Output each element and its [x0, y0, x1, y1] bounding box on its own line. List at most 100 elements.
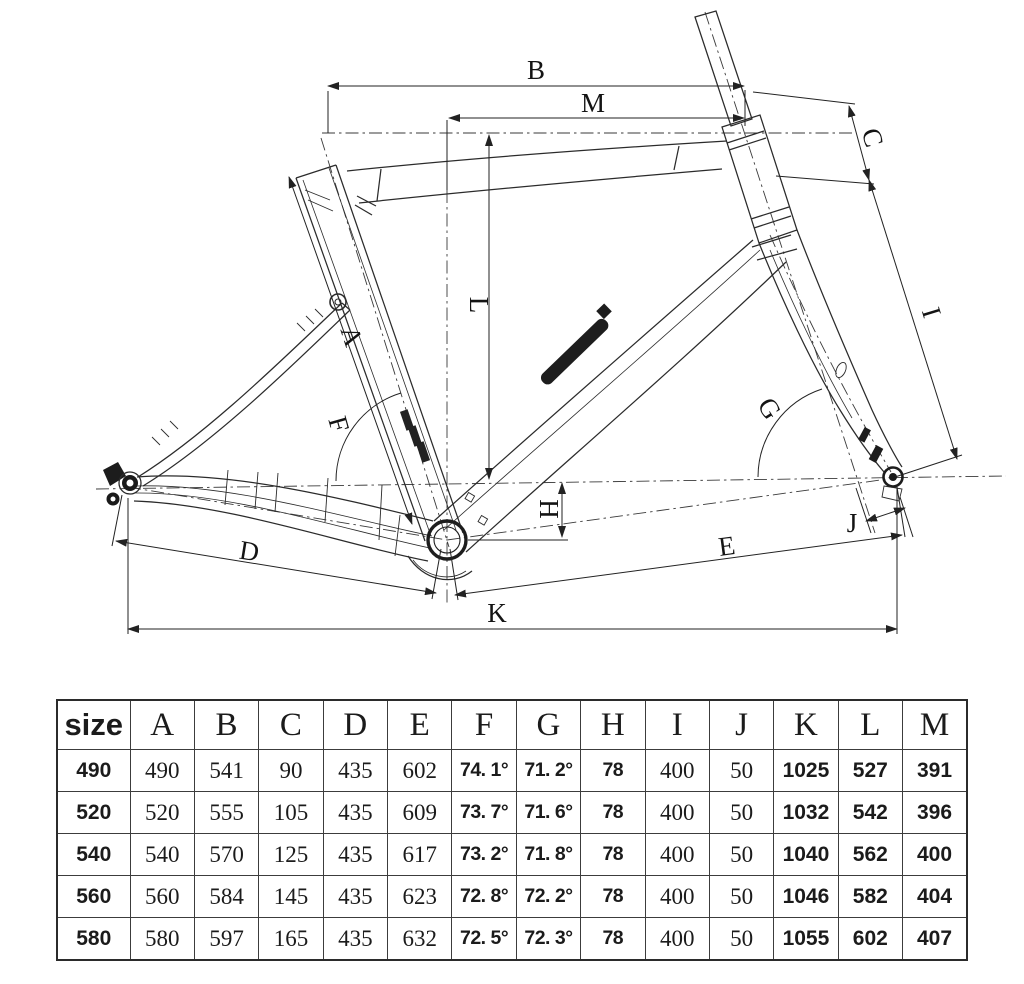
cell: 580 — [56, 917, 131, 961]
cell: 400 — [644, 791, 710, 834]
front-dropout — [858, 426, 904, 502]
dim-label-C: C — [856, 125, 890, 151]
col-header-K: K — [773, 699, 839, 750]
cell: 396 — [902, 791, 968, 834]
frame-accessories — [329, 293, 612, 463]
cell: 78 — [580, 749, 646, 792]
dim-label-J: J — [847, 508, 858, 538]
dim-label-M: M — [581, 88, 605, 118]
cell: 105 — [258, 791, 324, 834]
dim-label-E: E — [717, 530, 737, 562]
cell: 623 — [386, 875, 453, 918]
cell: 1032 — [773, 791, 839, 834]
cell: 400 — [902, 833, 968, 876]
cell: 50 — [708, 875, 775, 918]
cell: 74. 1° — [451, 749, 517, 792]
col-header-D: D — [322, 699, 389, 750]
cell: 560 — [56, 875, 131, 918]
table-header-row: size A B C D E F G H I J K L M — [56, 699, 968, 750]
dim-label-D: D — [237, 535, 261, 568]
cell: 570 — [193, 833, 260, 876]
cell: 400 — [644, 917, 710, 961]
cell: 71. 6° — [515, 791, 582, 834]
cell: 1055 — [773, 917, 839, 961]
dim-label-L: L — [464, 297, 494, 314]
cell: 400 — [644, 875, 710, 918]
cell: 562 — [837, 833, 904, 876]
cell: 1025 — [773, 749, 839, 792]
top-tube — [346, 140, 728, 172]
seat-stay — [137, 302, 343, 478]
cell: 145 — [258, 875, 324, 918]
cell: 165 — [258, 917, 324, 961]
cell: 632 — [386, 917, 453, 961]
cell: 560 — [129, 875, 195, 918]
cell: 78 — [580, 917, 646, 961]
frame-drawing: B M C I L A F G H J D E K — [95, 10, 1007, 634]
cell: 391 — [902, 749, 968, 792]
cell: 602 — [386, 749, 453, 792]
cell: 435 — [322, 749, 389, 792]
col-header-F: F — [451, 699, 517, 750]
cell: 520 — [129, 791, 195, 834]
cell: 435 — [322, 791, 389, 834]
down-tube — [433, 239, 754, 522]
col-header-I: I — [644, 699, 710, 750]
cell: 1040 — [773, 833, 839, 876]
col-header-B: B — [193, 699, 260, 750]
cell: 50 — [708, 833, 775, 876]
cell: 50 — [708, 917, 775, 961]
cell: 580 — [129, 917, 195, 961]
rear-dropout — [103, 462, 142, 506]
cell: 125 — [258, 833, 324, 876]
dim-label-I: I — [916, 304, 947, 321]
cell: 609 — [386, 791, 453, 834]
cell: 407 — [902, 917, 968, 961]
col-header-G: G — [515, 699, 582, 750]
geometry-diagram: B M C I L A F G H J D E K — [95, 10, 1007, 634]
cell: 71. 2° — [515, 749, 582, 792]
cell: 400 — [644, 749, 710, 792]
dim-label-G: G — [752, 392, 788, 424]
cell: 541 — [193, 749, 260, 792]
dim-label-A: A — [335, 322, 370, 350]
cell: 602 — [837, 917, 904, 961]
cell: 71. 8° — [515, 833, 582, 876]
cell: 540 — [129, 833, 195, 876]
cell: 555 — [193, 791, 260, 834]
cell: 78 — [580, 875, 646, 918]
cell: 72. 8° — [451, 875, 517, 918]
dim-label-K: K — [487, 598, 507, 628]
cell: 520 — [56, 791, 131, 834]
cell: 50 — [708, 749, 775, 792]
cell: 50 — [708, 791, 775, 834]
cell: 72. 2° — [515, 875, 582, 918]
cell: 582 — [837, 875, 904, 918]
col-header-H: H — [580, 699, 646, 750]
center-lines — [95, 11, 1007, 604]
cell: 617 — [386, 833, 453, 876]
cell: 72. 5° — [451, 917, 517, 961]
cell: 73. 2° — [451, 833, 517, 876]
cell: 435 — [322, 875, 389, 918]
col-header-size: size — [56, 699, 131, 750]
col-header-L: L — [837, 699, 904, 750]
cell: 490 — [56, 749, 131, 792]
cell: 542 — [837, 791, 904, 834]
col-header-C: C — [258, 699, 324, 750]
cell: 73. 7° — [451, 791, 517, 834]
cell: 490 — [129, 749, 195, 792]
col-header-M: M — [902, 699, 968, 750]
cell: 72. 3° — [515, 917, 582, 961]
chain-stay — [136, 475, 434, 522]
cell: 527 — [837, 749, 904, 792]
cell: 435 — [322, 917, 389, 961]
cell: 404 — [902, 875, 968, 918]
